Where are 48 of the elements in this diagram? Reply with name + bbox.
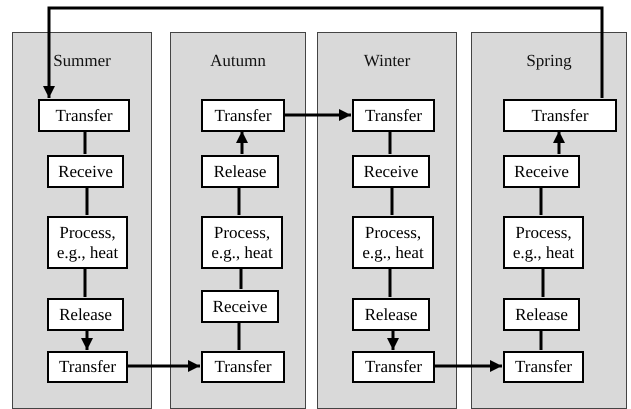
connector-line bbox=[84, 131, 86, 154]
column-title: Autumn bbox=[209, 51, 267, 71]
arrow bbox=[81, 330, 93, 350]
process-box: Transfer bbox=[38, 99, 130, 132]
connector-line bbox=[388, 131, 392, 154]
column-panel bbox=[12, 32, 152, 409]
process-box: Release bbox=[201, 155, 279, 188]
arrow bbox=[553, 131, 565, 154]
arrow bbox=[43, 6, 604, 98]
column-panel bbox=[170, 32, 306, 409]
connector-line bbox=[390, 187, 394, 215]
process-box: Receive bbox=[47, 155, 124, 188]
connector-line bbox=[238, 322, 240, 350]
process-box: Process, e.g., heat bbox=[47, 216, 128, 269]
column-panel bbox=[471, 32, 627, 409]
column-title: Winter bbox=[362, 51, 412, 71]
process-box: Process, e.g., heat bbox=[352, 216, 434, 269]
process-box: Receive bbox=[201, 290, 279, 323]
arrow bbox=[236, 131, 248, 154]
process-box: Receive bbox=[503, 155, 580, 188]
connector-line bbox=[540, 187, 542, 215]
process-box: Transfer bbox=[201, 351, 285, 383]
arrow bbox=[387, 330, 399, 350]
connector-line bbox=[238, 187, 240, 215]
process-box: Transfer bbox=[201, 99, 285, 132]
process-box: Release bbox=[47, 298, 124, 331]
connector-line bbox=[540, 330, 542, 350]
process-box: Transfer bbox=[352, 351, 435, 383]
process-box: Process, e.g., heat bbox=[201, 216, 283, 269]
process-box: Release bbox=[352, 298, 430, 331]
column-title: Spring bbox=[525, 51, 573, 71]
connector-line bbox=[542, 268, 544, 297]
process-box: Transfer bbox=[503, 99, 617, 132]
column-panel bbox=[317, 32, 457, 409]
arrow bbox=[434, 360, 502, 372]
process-box: Transfer bbox=[503, 351, 584, 383]
process-box: Receive bbox=[352, 155, 430, 188]
process-box: Transfer bbox=[47, 351, 128, 383]
connector-line bbox=[84, 268, 86, 297]
arrow bbox=[127, 360, 200, 372]
column-title: Summer bbox=[52, 51, 112, 71]
connector-line bbox=[86, 187, 88, 215]
process-box: Transfer bbox=[352, 99, 435, 132]
process-box: Process, e.g., heat bbox=[503, 216, 584, 269]
process-box: Release bbox=[503, 298, 580, 331]
arrow bbox=[284, 109, 351, 121]
connector-line bbox=[388, 268, 392, 297]
connector-line bbox=[240, 268, 242, 289]
